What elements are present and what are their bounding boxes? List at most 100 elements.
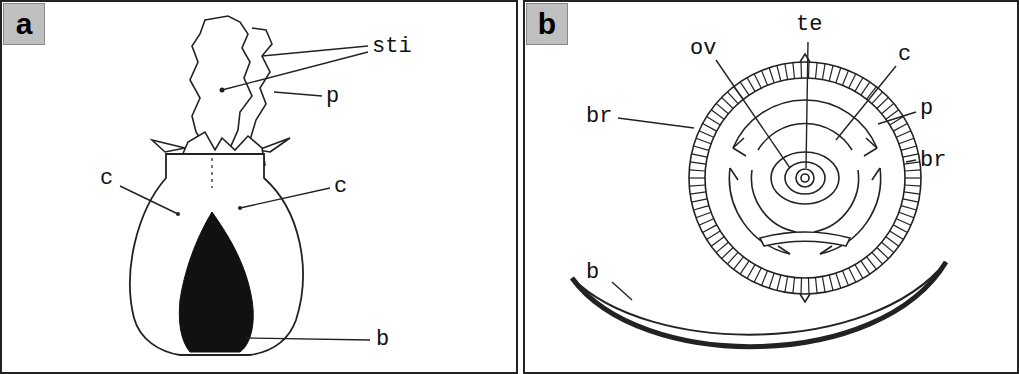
part-label: br	[586, 106, 612, 128]
hatch-line	[707, 231, 721, 240]
panel-frame	[1, 1, 517, 373]
hatch-line	[872, 252, 883, 264]
hatch-line	[905, 185, 921, 186]
hatch-line	[849, 268, 856, 282]
leader-dot	[238, 206, 242, 210]
hatch-line	[727, 252, 738, 264]
part-label: c	[100, 168, 113, 190]
hatch-line	[904, 192, 920, 194]
hatch-line	[694, 206, 709, 210]
hatch-line	[747, 78, 755, 92]
hatch-line	[896, 131, 911, 138]
hatch-line	[903, 199, 919, 202]
part-label: ov	[690, 38, 716, 60]
leader-line	[612, 42, 916, 300]
part-label: c	[898, 44, 911, 66]
hatch-line	[777, 65, 781, 81]
hatch-line	[793, 278, 795, 294]
hatch-line	[699, 131, 714, 138]
hatch-line	[849, 74, 856, 88]
hatch-line	[716, 103, 728, 113]
hatch-line	[829, 65, 833, 81]
part-label: p	[920, 98, 933, 120]
part-label: br	[920, 150, 946, 172]
leader-dot	[176, 212, 180, 216]
hatch-line	[722, 248, 734, 259]
hatch-line	[689, 185, 705, 186]
hatch-line	[689, 177, 705, 178]
hatch-line	[716, 242, 728, 252]
calyx-drawing	[130, 154, 303, 355]
hatch-line	[769, 68, 774, 83]
panel-letter: b	[538, 9, 556, 39]
hatch-line	[690, 192, 706, 194]
hatch-line	[800, 62, 802, 78]
hatch-line	[882, 242, 894, 252]
hatch-line	[905, 177, 921, 178]
hatch-line	[703, 124, 717, 132]
hatch-line	[740, 261, 749, 274]
hatch-line	[800, 278, 802, 294]
hatch-line	[836, 273, 841, 288]
hatch-line	[754, 74, 761, 88]
hatch-line	[890, 231, 904, 240]
hatch-line	[707, 117, 721, 126]
hatch-line	[822, 64, 825, 80]
hatch-line	[903, 154, 919, 157]
hatch-line	[785, 64, 788, 80]
hatch-line	[905, 170, 921, 171]
hatch-line	[899, 138, 914, 144]
hatch-line	[882, 103, 894, 113]
hatch-line	[816, 63, 818, 79]
hatch-line	[711, 237, 724, 246]
part-label: te	[796, 14, 822, 36]
hatch-line	[692, 154, 708, 157]
hatch-line	[694, 146, 709, 150]
panel-letter-box: b	[526, 3, 568, 45]
hatch-line	[877, 248, 889, 259]
hatch-line	[777, 275, 781, 291]
hatch-line	[855, 265, 863, 279]
part-label: b	[586, 262, 599, 284]
hatch-line	[843, 70, 849, 85]
hatch-line	[836, 68, 841, 83]
hatch-line	[793, 63, 795, 79]
floral-diagram	[572, 54, 946, 347]
leader-line	[120, 46, 370, 340]
hatch-line	[762, 70, 768, 85]
hatch-line	[690, 162, 706, 164]
hatch-line	[867, 257, 877, 270]
hatch-line	[901, 206, 916, 210]
hatch-line	[727, 92, 738, 104]
hatch-line	[901, 146, 916, 150]
hatch-line	[808, 278, 810, 294]
leader-dot	[220, 88, 225, 93]
panel-frame	[524, 1, 1018, 373]
hatch-line	[855, 78, 863, 92]
panel-letter: a	[16, 9, 33, 39]
hatch-line	[785, 277, 788, 293]
hatch-line	[711, 110, 724, 119]
hatch-line	[689, 170, 705, 171]
hatch-line	[843, 271, 849, 286]
hatch-line	[896, 219, 911, 226]
hatch-line	[886, 237, 899, 246]
hatch-line	[734, 257, 744, 270]
hatch-line	[740, 82, 749, 95]
hatch-line	[722, 97, 734, 108]
part-label: c	[334, 176, 347, 198]
part-label: sti	[372, 36, 412, 58]
hatch-line	[692, 199, 708, 202]
hatch-line	[829, 275, 833, 291]
hatch-line	[699, 219, 714, 226]
hatch-line	[861, 82, 870, 95]
bracteole-band	[689, 62, 921, 294]
hatch-line	[893, 225, 907, 233]
hatch-line	[893, 124, 907, 132]
hatch-line	[696, 212, 711, 218]
hatch-line	[703, 225, 717, 233]
hatch-line	[762, 271, 768, 286]
panel-letter-box: a	[3, 3, 45, 45]
